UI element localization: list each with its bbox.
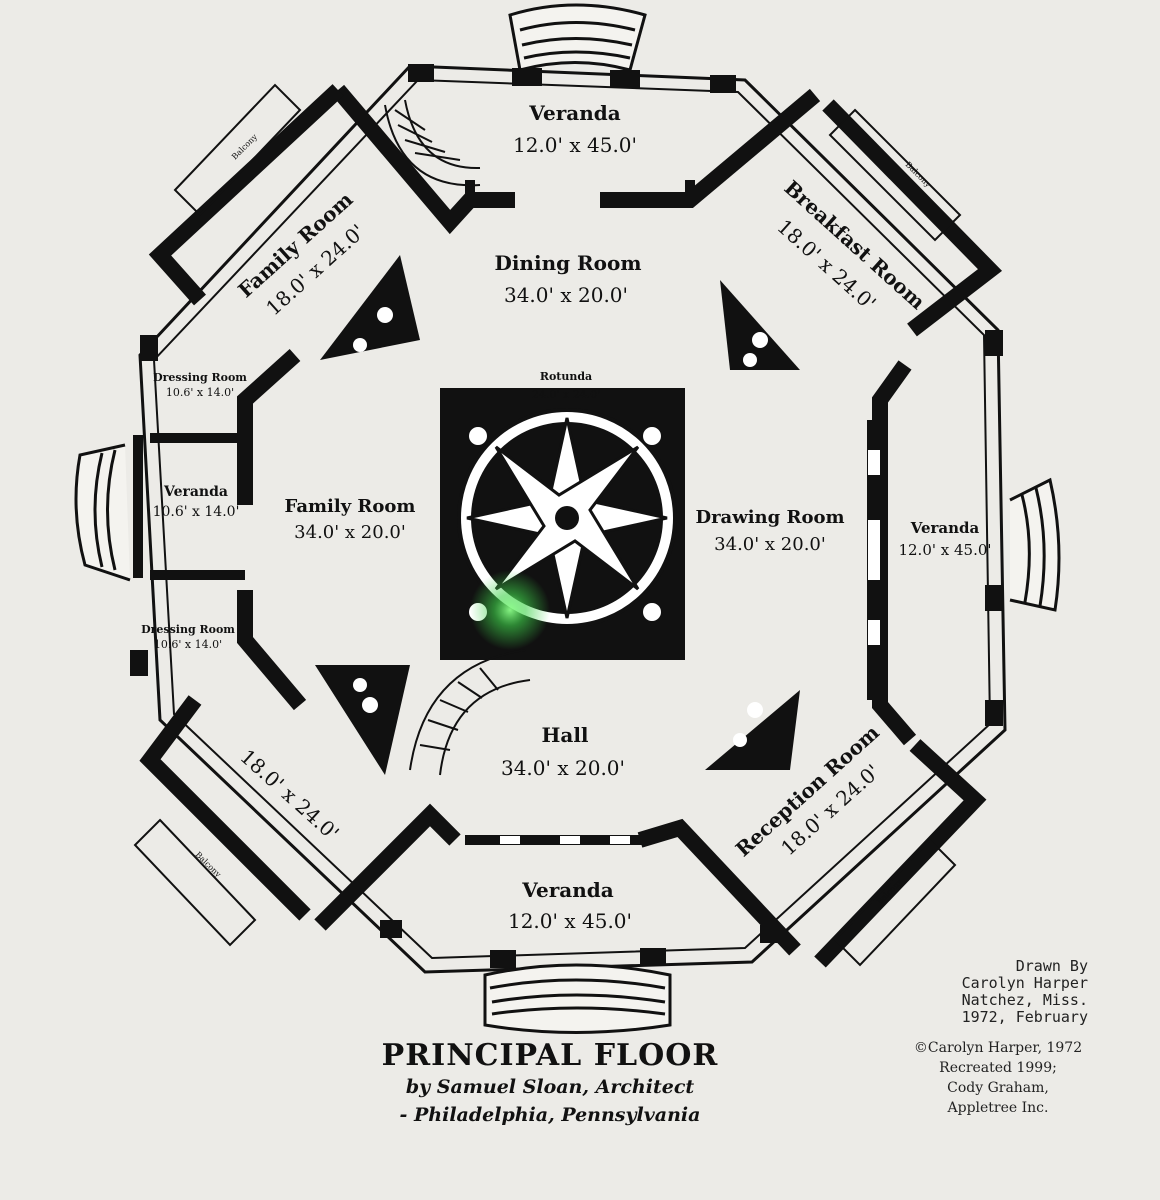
veranda-columns	[130, 64, 1003, 968]
hall-name: Hall	[541, 723, 588, 747]
drawing-room-name: Drawing Room	[695, 507, 844, 528]
credit-line: 1972, February	[961, 1008, 1088, 1026]
veranda-south-dims: 12.0' x 45.0'	[508, 909, 632, 933]
credit-line: Recreated 1999;	[939, 1060, 1057, 1076]
credit-line: Cody Graham,	[947, 1080, 1049, 1096]
veranda-west-name: Veranda	[163, 484, 228, 500]
location-line: - Philadelphia, Pennsylvania	[399, 1104, 701, 1126]
dining-room-name: Dining Room	[494, 251, 641, 275]
family-room-w-name: Family Room	[285, 496, 416, 517]
plan-title-block: PRINCIPAL FLOOR by Samuel Sloan, Archite…	[340, 1038, 760, 1129]
rotunda	[440, 388, 685, 660]
architect-line: by Samuel Sloan, Architect	[405, 1076, 695, 1098]
balconies	[133, 83, 962, 967]
recreated-credit: ©Carolyn Harper, 1972 Recreated 1999; Co…	[878, 1038, 1118, 1118]
rotunda-dims: 24.0' x 24.0'	[532, 388, 600, 401]
light-reflection	[470, 570, 550, 650]
dressing-room-lower-name: Dressing Room	[141, 623, 235, 636]
room-labels: Veranda 12.0' x 45.0' Dining Room 34.0' …	[141, 101, 991, 933]
balcony-label-sw: Balcony	[194, 850, 223, 879]
sw-room-dims: 18.0' x 24.0'	[236, 744, 344, 845]
family-room-w-dims: 34.0' x 20.0'	[294, 522, 406, 543]
entry-steps	[74, 3, 1061, 1034]
staircase-north	[384, 99, 481, 187]
veranda-east-dims: 12.0' x 45.0'	[898, 541, 991, 559]
staircase-hall	[409, 649, 531, 776]
drawn-by-credit: Drawn By Carolyn Harper Natchez, Miss. 1…	[878, 958, 1118, 1026]
dressing-room-upper-dims: 10.6' x 14.0'	[166, 386, 234, 399]
veranda-east-name: Veranda	[910, 519, 980, 537]
dressing-room-lower-dims: 10.6' x 14.0'	[154, 638, 222, 651]
credit-line: Appletree Inc.	[947, 1100, 1049, 1116]
veranda-south-name: Veranda	[521, 878, 613, 902]
veranda-north-dims: 12.0' x 45.0'	[513, 133, 637, 157]
veranda-west-dims: 10.6' x 14.0'	[153, 504, 240, 520]
credit-line: Natchez, Miss.	[961, 991, 1088, 1009]
drawing-room-dims: 34.0' x 20.0'	[714, 534, 826, 555]
credit-line: Drawn By	[1015, 957, 1088, 975]
rotunda-name: Rotunda	[540, 370, 592, 383]
interior-walls	[133, 180, 695, 580]
credit-line: Carolyn Harper	[961, 974, 1088, 992]
veranda-north-name: Veranda	[528, 101, 620, 125]
plan-title: PRINCIPAL FLOOR	[381, 1038, 719, 1073]
dressing-room-upper-name: Dressing Room	[153, 371, 247, 384]
veranda-outline	[138, 64, 1007, 974]
credit-line: ©Carolyn Harper, 1972	[913, 1040, 1083, 1056]
credits-block: Drawn By Carolyn Harper Natchez, Miss. 1…	[878, 958, 1118, 1118]
dining-room-dims: 34.0' x 20.0'	[504, 283, 628, 307]
corner-closets	[315, 255, 800, 775]
hall-dims: 34.0' x 20.0'	[501, 756, 625, 780]
